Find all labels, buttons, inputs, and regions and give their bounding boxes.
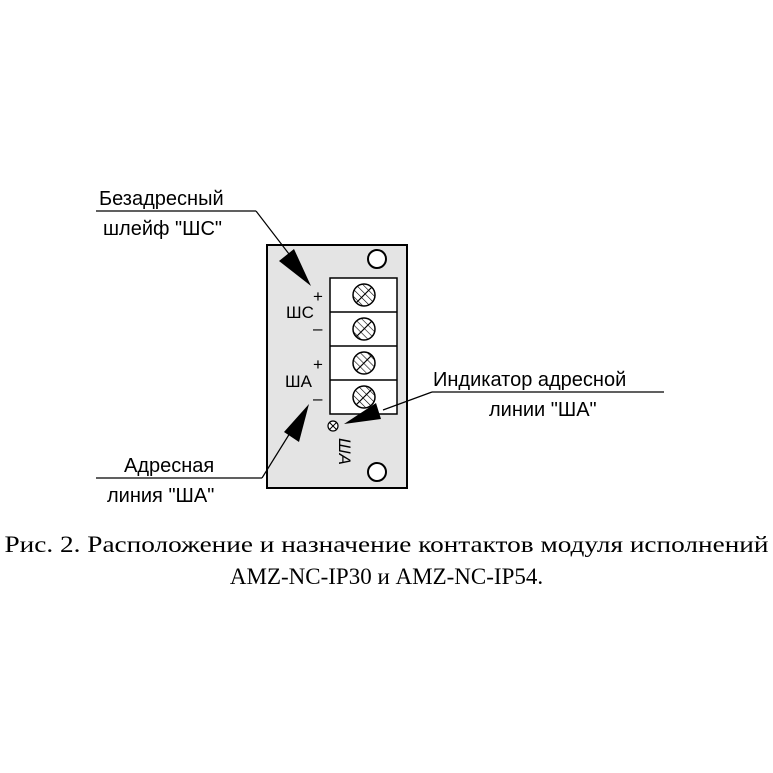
loop-plus-sign: + [313, 287, 323, 306]
arrow-head-icon [284, 404, 309, 442]
line-minus-sign: – [313, 389, 323, 408]
figure-caption-line1: Рис. 2. Расположение и назначение контак… [5, 532, 769, 557]
arrow-head-icon [344, 403, 381, 424]
callout-address-line: Адресная линия "ША" [96, 404, 309, 507]
terminal-screw-1 [352, 283, 376, 307]
led-indicator [327, 420, 339, 432]
leader-line [261, 432, 291, 479]
callout-text-line2: линии "ША" [489, 399, 597, 421]
callout-text-line2: линия "ША" [107, 485, 214, 507]
loop-label: ШС [286, 303, 314, 322]
callout-unaddressed-loop: Безадресный шлейф "ШС" [96, 188, 311, 286]
terminal-screw-3 [352, 351, 376, 375]
line-plus-sign: + [313, 355, 323, 374]
terminal-screw-4 [352, 385, 376, 409]
callout-text-line1: Безадресный [99, 188, 224, 210]
callout-address-indicator: Индикатор адресной линии "ША" [344, 369, 664, 424]
loop-minus-sign: – [313, 319, 323, 338]
leader-line [382, 391, 433, 411]
leader-line [255, 210, 290, 255]
figure-caption-line2: AMZ-NC-IP30 и AMZ-NC-IP54. [230, 564, 543, 589]
terminal-block [329, 277, 398, 415]
line-label: ША [285, 372, 313, 391]
callout-text-line1: Адресная [124, 455, 214, 477]
mounting-hole-bottom [367, 462, 387, 482]
callout-text-line1: Индикатор адресной [433, 369, 626, 391]
led-label: ША [335, 438, 354, 465]
callout-text-line2: шлейф "ШС" [103, 218, 222, 240]
arrow-head-icon [279, 249, 311, 286]
terminal-screw-2 [352, 317, 376, 341]
mounting-hole-top [367, 249, 387, 269]
